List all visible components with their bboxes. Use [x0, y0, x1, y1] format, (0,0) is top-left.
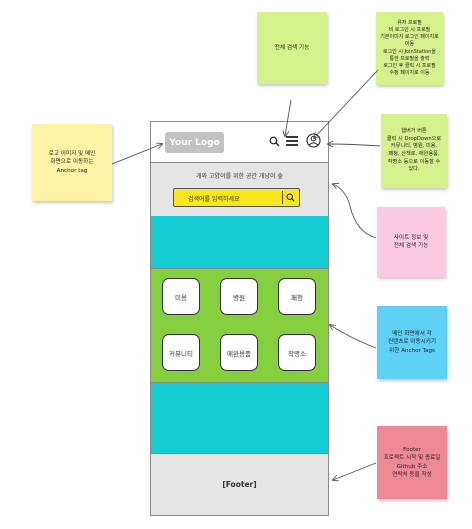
- search-icon[interactable]: [269, 136, 280, 147]
- note-hamburger-menu: 햄버거 버튼 클릭 시 DropDown으로 커뮤니티, 병원, 미용, 패청,…: [381, 114, 447, 188]
- note-user-profile: 유저 프로필 비 로그인 시 프로필 기본이미지 로그인 페이지로 이동 로그인…: [376, 12, 443, 85]
- category-link[interactable]: 작명소: [278, 334, 316, 371]
- logo[interactable]: Your Logo: [165, 132, 224, 153]
- site-tagline: 개와 고양이를 위한 공간 개냥이 숲: [196, 173, 283, 180]
- search-placeholder: 검색어를 입력하세요: [188, 196, 240, 203]
- mobile-wireframe: Your Logo 개와 고양이를 위한 공간 개냥이 숲 검색어를 입력하세요: [150, 121, 329, 516]
- category-grid: 미용 병원 패청 커뮤니티 애완용품 작명소: [151, 269, 328, 383]
- note-search-feature: 전체 검색 기능: [257, 12, 327, 84]
- user-icon[interactable]: [306, 133, 321, 148]
- note-footer: Footer 프로젝트 시작 및 종료일 Github 주소 연락처 등을 작성: [377, 426, 447, 499]
- note-logo-anchor: 로고 이미지 및 메인 화면으로 이동하는 Anchor tag: [32, 124, 112, 201]
- category-link[interactable]: 미용: [162, 278, 200, 315]
- note-site-info: 사이트 정보 및 전체 검색 기능: [377, 207, 445, 277]
- category-link[interactable]: 커뮤니티: [162, 334, 200, 371]
- category-link[interactable]: 병원: [220, 278, 258, 315]
- search-button[interactable]: [282, 191, 297, 204]
- search-icon: [286, 193, 295, 202]
- hamburger-menu-icon[interactable]: [285, 134, 299, 148]
- site-info-search-section: 개와 고양이를 위한 공간 개냥이 숲 검색어를 입력하세요: [151, 163, 328, 217]
- banner-top: [151, 216, 328, 269]
- search-input[interactable]: 검색어를 입력하세요: [173, 188, 300, 207]
- arrow-category-note: [330, 325, 377, 349]
- footer: [Footer]: [151, 454, 328, 515]
- note-category-anchors: 메인 화면에서 각 컨텐츠로 이동시키기 위한 Anchor Tags: [377, 306, 447, 379]
- arrow-footer-note: [333, 462, 377, 480]
- banner-bottom: [151, 383, 328, 454]
- category-link[interactable]: 패청: [278, 278, 316, 315]
- arrow-site-info-note: [333, 184, 377, 239]
- category-link[interactable]: 애완용품: [220, 334, 258, 371]
- arrow-hamburger-note: [328, 144, 381, 146]
- header: Your Logo: [151, 122, 328, 163]
